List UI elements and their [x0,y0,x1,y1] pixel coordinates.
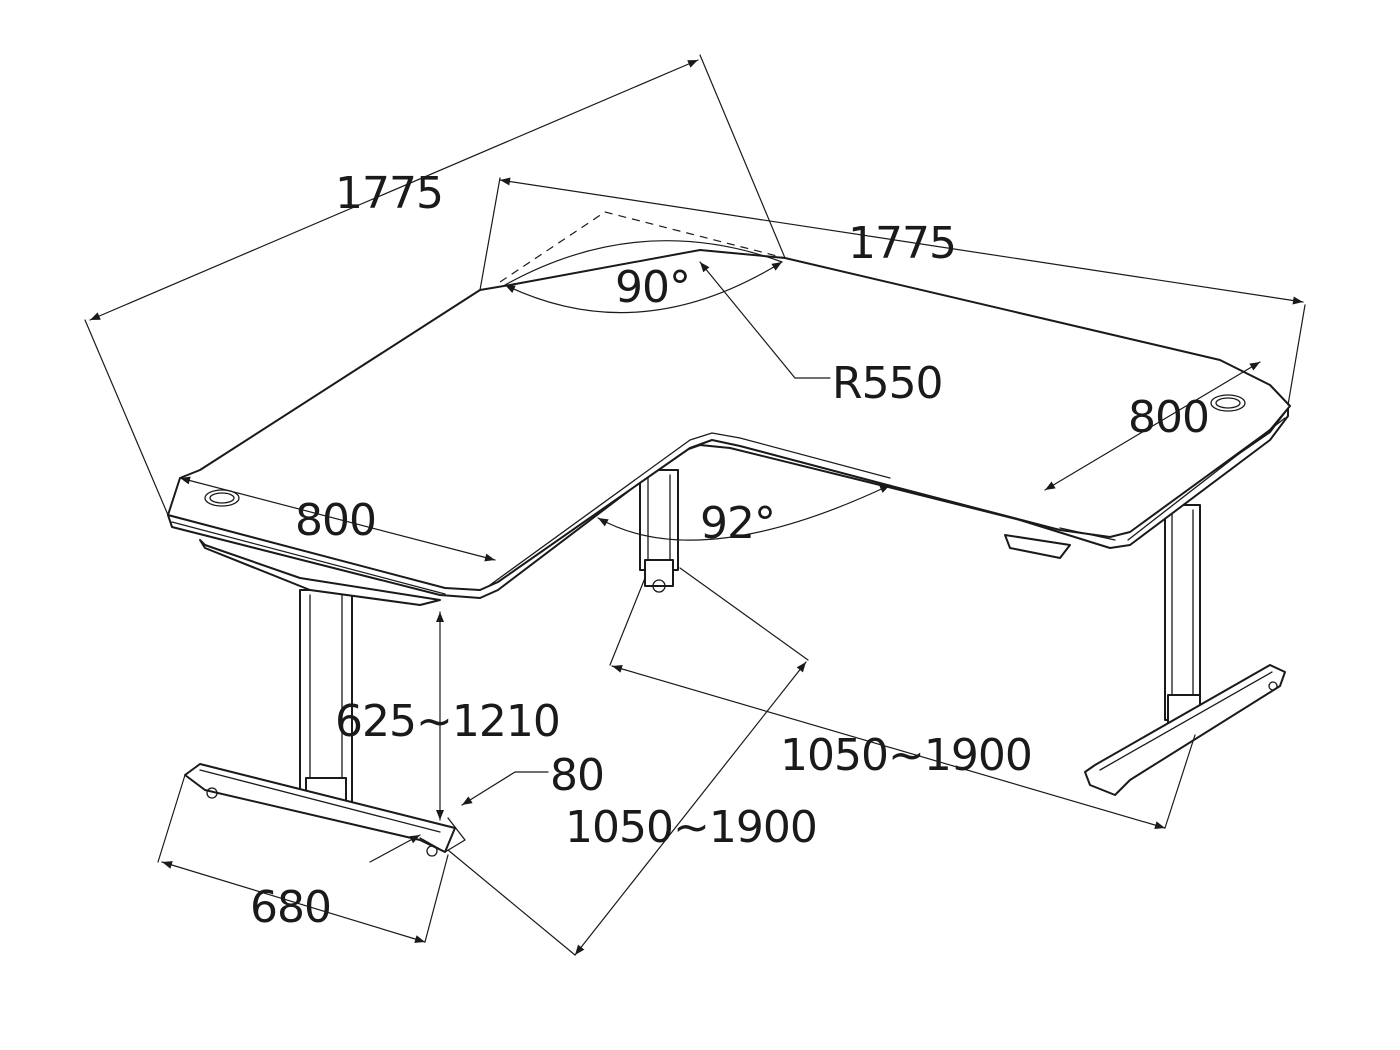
label-width-back: 1775 [335,168,443,219]
dimension-labels: 1775 1775 90° R550 800 800 92° 625~1210 … [250,168,1210,933]
label-corner-radius: R550 [832,358,943,409]
label-depth-left: 800 [295,495,376,546]
label-corner-angle: 90° [615,262,690,313]
label-width-right: 1775 [848,218,956,269]
label-inner-angle: 92° [700,498,775,549]
label-leg-spacing-right: 1050~1900 [780,730,1032,781]
right-leg [1164,504,1201,724]
label-foot-length: 680 [250,882,331,933]
label-height-range: 625~1210 [335,696,560,747]
left-foot [184,763,466,857]
label-leg-spacing-left: 1050~1900 [565,802,817,853]
label-depth-right: 800 [1128,392,1209,443]
back-leg [639,469,679,593]
desk-top [167,249,1291,606]
dimension-lines [84,54,1306,956]
label-foot-height: 80 [550,750,604,801]
